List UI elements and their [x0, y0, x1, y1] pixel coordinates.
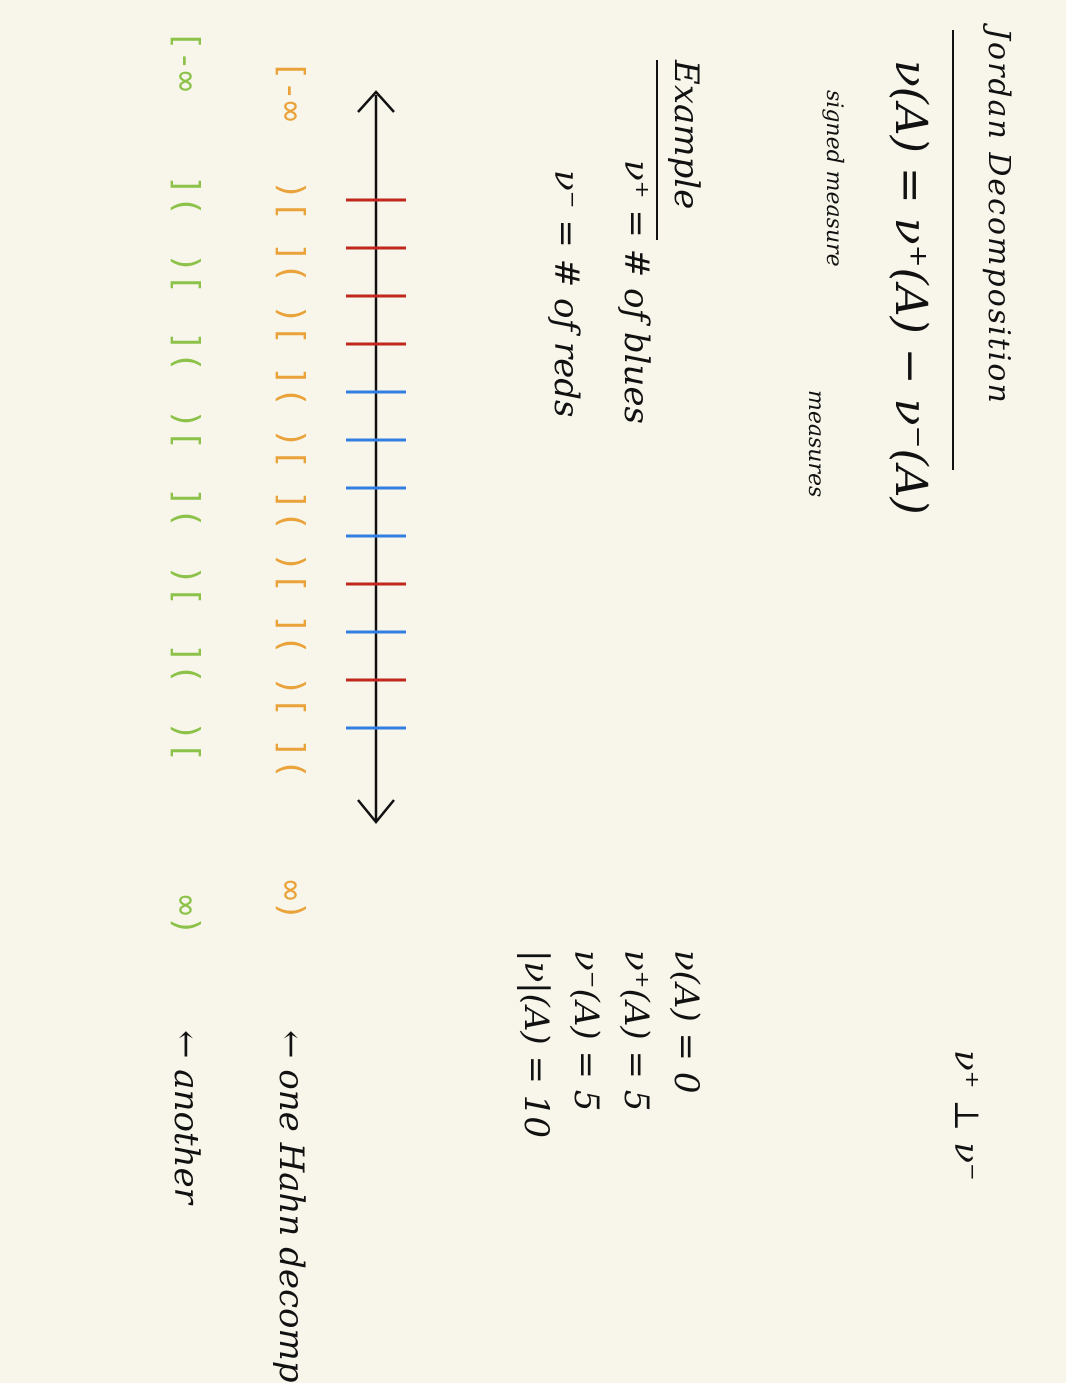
handwritten-note: Jordan Decomposition ν(A) = ν⁺(A) − ν⁻(A… — [166, 28, 1016, 1383]
orange-bracket-mark: ]( — [271, 366, 311, 407]
green-bracket-mark: ]( — [166, 175, 206, 216]
orange-bracket-mark: )[ — [271, 676, 311, 717]
left-arrow-icon — [357, 90, 395, 113]
green-row-annotation: ← another — [166, 1030, 206, 1204]
orange-bracket-mark: ]( — [271, 614, 311, 655]
green-bracket-mark: )[ — [166, 409, 206, 450]
orange-bracket-mark: )[ — [271, 428, 311, 469]
green-row-end: ∞) — [166, 895, 206, 936]
green-row-start: [-∞ — [166, 30, 206, 92]
orange-row-end: ∞) — [271, 880, 311, 921]
orange-bracket-mark: ]( — [271, 738, 311, 779]
orange-bracket-mark: )[ — [271, 180, 311, 221]
tick-group — [346, 198, 406, 730]
green-bracket-mark: ]( — [166, 331, 206, 372]
orange-bracket-mark: )[ — [271, 552, 311, 593]
green-bracket-mark: ]( — [166, 487, 206, 528]
orange-row-start: [-∞ — [271, 60, 311, 122]
orange-bracket-mark: )[ — [271, 304, 311, 345]
orange-bracket-mark: ]( — [271, 490, 311, 531]
right-arrow-icon — [357, 799, 395, 824]
number-line-graphic — [346, 90, 406, 824]
green-bracket-mark: )[ — [166, 253, 206, 294]
orange-bracket-mark: ]( — [271, 242, 311, 283]
green-bracket-mark: )[ — [166, 565, 206, 606]
green-bracket-mark: )[ — [166, 721, 206, 762]
green-bracket-mark: ]( — [166, 643, 206, 684]
